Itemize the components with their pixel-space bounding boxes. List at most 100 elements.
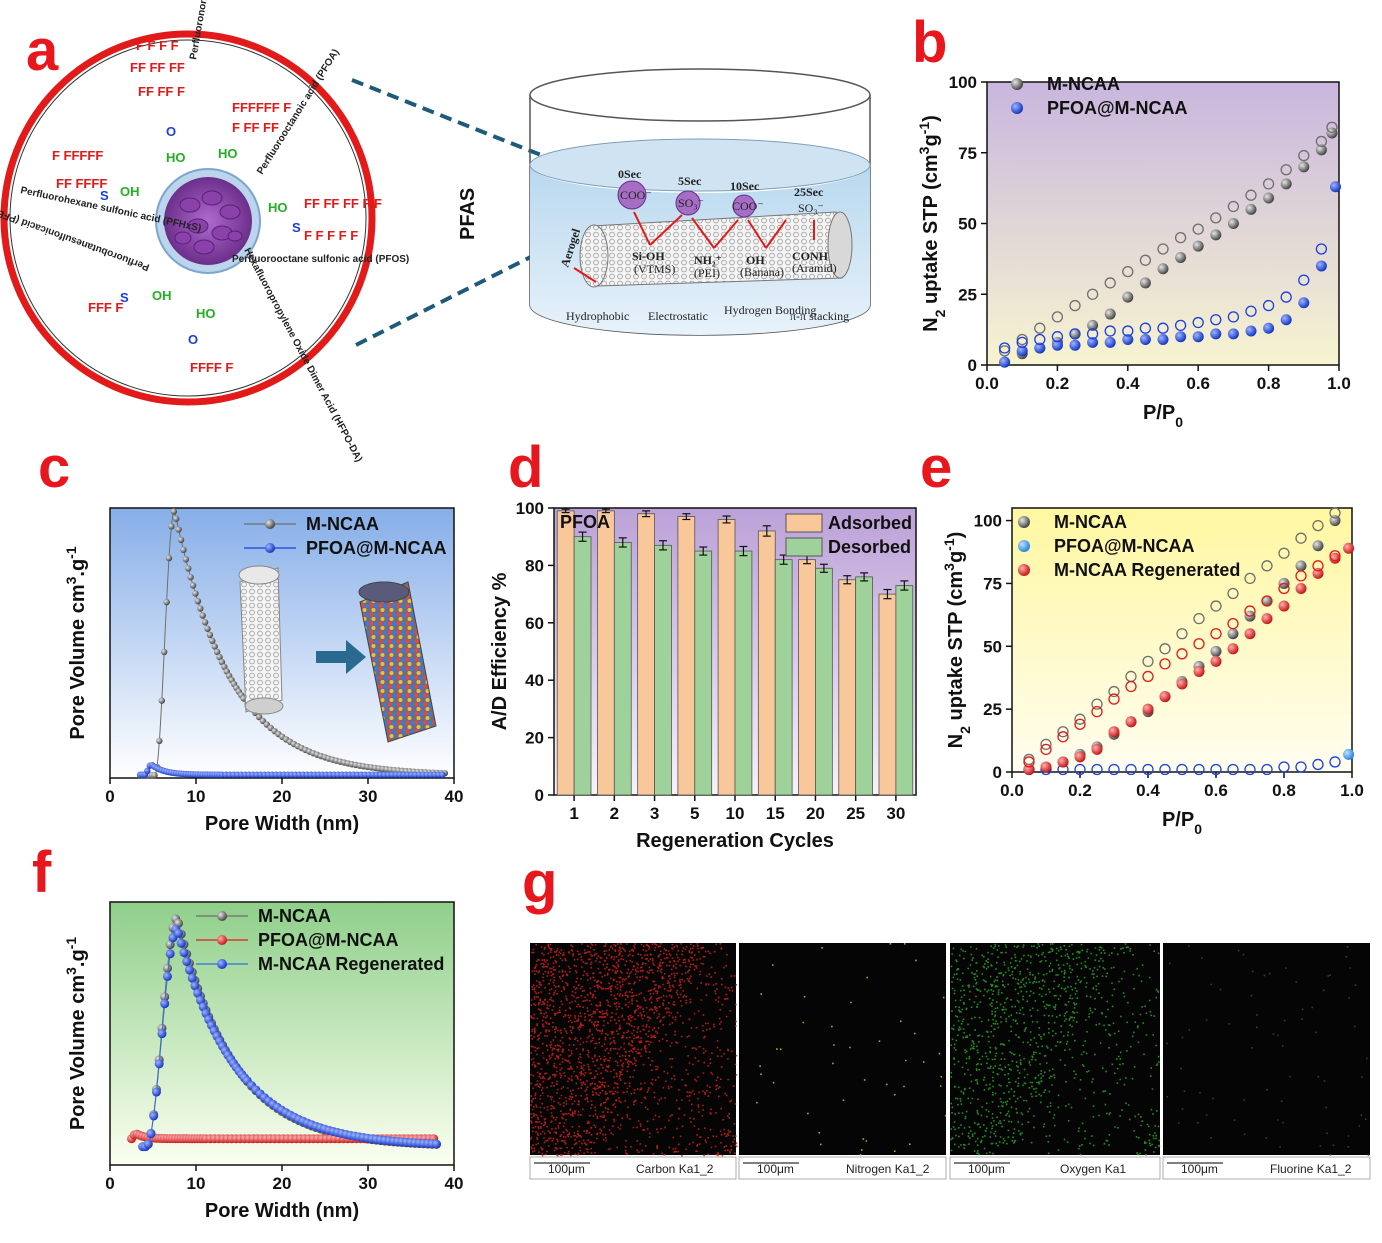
data-point-open: [1329, 507, 1341, 519]
x-axis-label-part: 0: [1194, 821, 1202, 837]
y-axis-label-part: N: [920, 317, 942, 331]
svg-text:F F F F F: F F F F F: [304, 228, 358, 243]
data-point: [1329, 181, 1341, 193]
eds-element-label: Oxygen Ka1: [1060, 1162, 1126, 1176]
data-point: [195, 995, 205, 1005]
interaction-hydrophobic: Hydrophobic: [566, 309, 629, 323]
y-tick-label: 75: [983, 574, 1002, 593]
data-point-open: [1295, 532, 1307, 544]
data-point-open: [1192, 223, 1204, 235]
source-vtms: (VTMS): [634, 262, 675, 276]
legend-marker: [1011, 78, 1023, 90]
data-point-open: [1227, 587, 1239, 600]
data-point-open: [1244, 763, 1256, 776]
data-point: [1298, 161, 1310, 173]
x-tick-label: 10: [187, 1174, 206, 1193]
data-point: [1295, 582, 1307, 594]
eds-map: [739, 943, 946, 1155]
data-point: [1091, 743, 1103, 755]
data-point-open: [1244, 605, 1256, 617]
data-point-open: [1091, 763, 1103, 776]
data-point: [1157, 334, 1169, 346]
legend-label: M-NCAA: [306, 514, 379, 534]
data-point-open: [1227, 763, 1239, 776]
panel-letter-e: e: [920, 435, 952, 500]
data-point-open: [1174, 319, 1187, 332]
data-point: [1227, 218, 1239, 229]
time-10: 10Sec: [730, 179, 760, 193]
data-point-open: [1298, 274, 1310, 286]
legend-marker: [1018, 564, 1030, 576]
svg-text:S: S: [120, 290, 129, 305]
eds-map: [950, 943, 1160, 1155]
y-axis-label-part: 3: [63, 967, 79, 975]
svg-text:S: S: [100, 188, 109, 203]
data-point-open: [1159, 658, 1171, 670]
source-aramid: (Aramid): [792, 261, 837, 275]
y-axis-label-part: ): [920, 115, 942, 122]
legend-swatch: [785, 513, 823, 533]
legend-marker: [265, 519, 275, 529]
data-point: [162, 971, 172, 981]
y-axis-label-part: -1: [63, 546, 79, 559]
svg-text:S: S: [292, 220, 301, 235]
transform-arrow: [316, 640, 366, 674]
data-point-open: [1040, 743, 1052, 756]
panel-letter-b: b: [912, 10, 947, 75]
time-25: 25Sec: [794, 185, 824, 199]
molecule-pfos: HO S FF FF FF F F F F F F F Perfluorooct…: [232, 196, 409, 265]
data-point: [176, 938, 186, 948]
panel-letter-d: d: [508, 435, 543, 500]
x-axis-label: P/P0: [1143, 402, 1183, 430]
legend-marker: [217, 959, 227, 969]
data-point: [1326, 127, 1338, 139]
data-point: [144, 767, 151, 775]
data-point: [1315, 144, 1327, 156]
data-point: [1210, 645, 1222, 657]
data-point-open: [1108, 685, 1120, 698]
data-point-open: [1125, 763, 1137, 776]
x-tick-label: 1: [569, 804, 578, 823]
data-point-open: [1051, 311, 1064, 323]
data-point: [177, 536, 185, 544]
data-point-open: [1142, 763, 1154, 776]
y-axis-label-part: .g: [67, 559, 89, 577]
legend-label: PFOA@M-NCAA: [306, 538, 447, 558]
data-point: [1087, 319, 1099, 331]
bar: [637, 513, 655, 796]
data-point-open: [1245, 189, 1257, 201]
data-point-open: [1139, 254, 1152, 266]
data-point: [154, 1059, 164, 1069]
x-tick-label: 10: [187, 787, 206, 806]
data-point-open: [1315, 135, 1328, 148]
x-tick-label: 0.6: [1204, 781, 1228, 800]
bar: [798, 559, 816, 796]
data-point-open: [1104, 325, 1116, 337]
data-point: [1227, 643, 1239, 655]
data-point-open: [1023, 756, 1035, 768]
data-point-open: [1298, 149, 1310, 162]
y-axis-label-part: Pore Volume cm: [67, 975, 89, 1130]
svg-text:FF FFFF: FF FFFF: [56, 176, 107, 191]
data-point: [1142, 703, 1154, 715]
eds-signal: [530, 943, 738, 1157]
data-point: [180, 546, 187, 554]
x-tick-label: 0.0: [975, 374, 999, 393]
legend-marker: [1018, 540, 1030, 552]
data-point-open: [1174, 231, 1187, 244]
source-banana: (Banana): [740, 265, 784, 279]
eds-element-label: Nitrogen Ka1_2: [846, 1162, 930, 1176]
bar: [717, 519, 736, 796]
data-point: [1210, 328, 1222, 340]
data-point-open: [1057, 731, 1069, 743]
x-tick-label: 30: [359, 787, 378, 806]
y-axis-label-part: 3: [916, 146, 932, 154]
data-point: [175, 526, 182, 533]
data-point-open: [1280, 291, 1292, 303]
data-point: [162, 963, 172, 973]
data-point-open: [1122, 325, 1134, 337]
data-point-open: [1312, 560, 1324, 572]
data-point: [151, 772, 158, 779]
data-point-open: [1176, 763, 1188, 776]
